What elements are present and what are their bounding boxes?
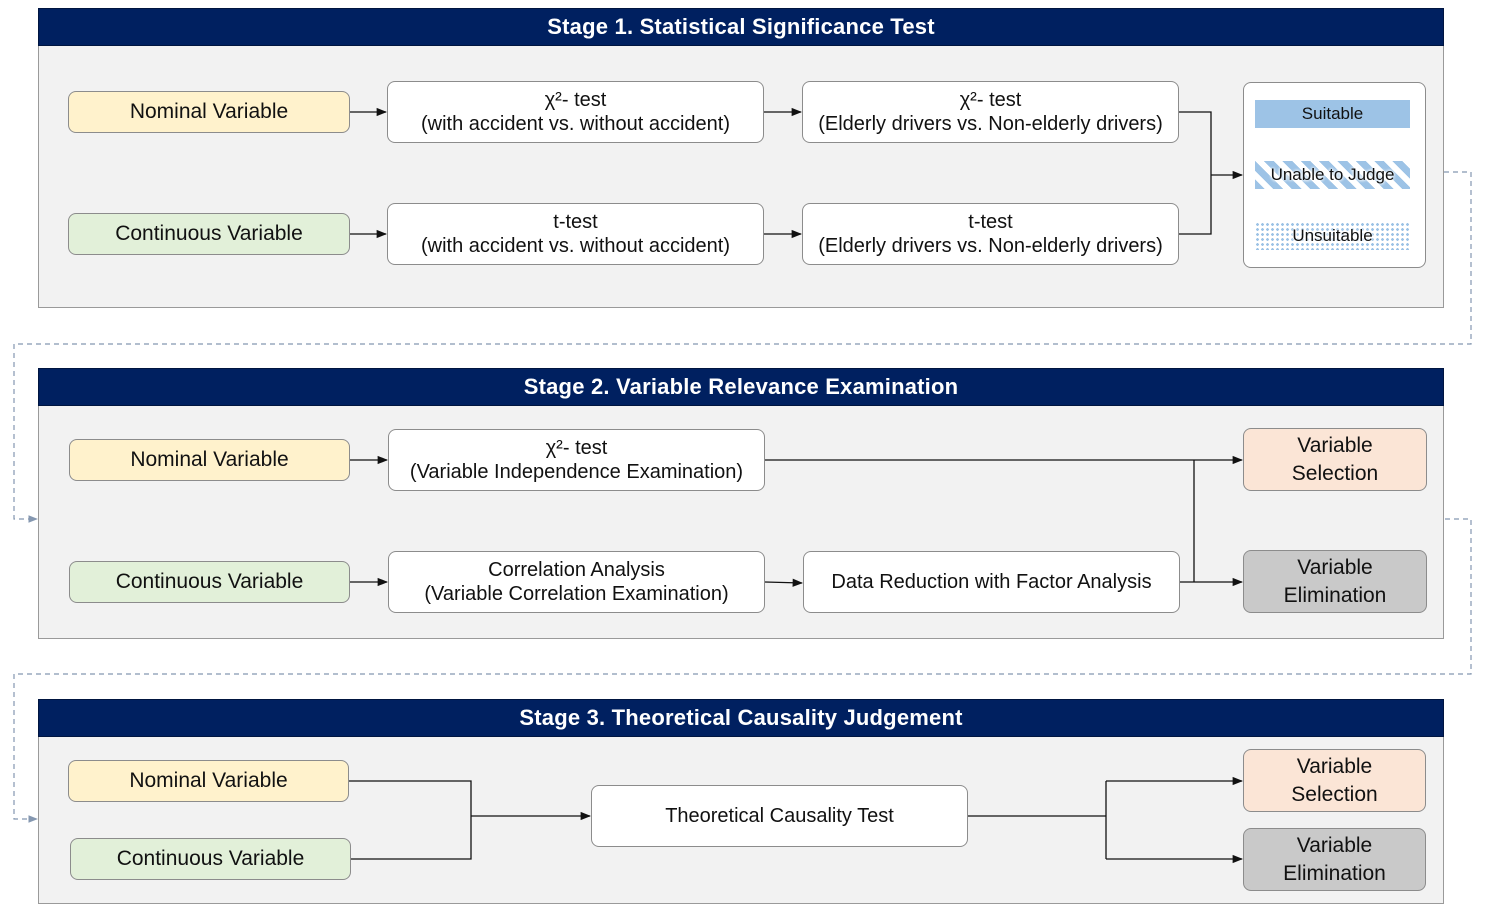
stage1-chi-test-accident: χ²- test (with accident vs. without acci… — [387, 81, 764, 143]
connector — [1179, 111, 1212, 235]
legend-unsuitable: Unsuitable — [1255, 222, 1410, 250]
stage3-nominal-variable: Nominal Variable — [68, 760, 349, 802]
connector — [764, 578, 804, 587]
chi-test-subtitle: (Variable Independence Examination) — [409, 461, 744, 483]
stage3-continuous-label: Continuous Variable — [116, 847, 305, 870]
data-reduction-label: Data Reduction with Factor Analysis — [831, 571, 1152, 593]
stage2-chi-test-independence: χ²- test (Variable Independence Examinat… — [388, 429, 765, 491]
stage2-continuous-label: Continuous Variable — [115, 570, 304, 593]
connector — [349, 780, 472, 860]
stage3-title: Stage 3. Theoretical Causality Judgement — [38, 699, 1444, 737]
chi-test-title: χ²- test — [544, 89, 607, 111]
stage2-nominal-variable: Nominal Variable — [69, 439, 350, 481]
stage1-continuous-label: Continuous Variable — [115, 222, 303, 245]
stage2-variable-selection: Variable Selection — [1243, 428, 1427, 491]
stage3-theoretical-causality-test: Theoretical Causality Test — [591, 785, 968, 847]
stage1-t-test-elderly: t-test (Elderly drivers vs. Non-elderly … — [802, 203, 1179, 265]
stage-flow-connector — [13, 518, 1472, 823]
correlation-subtitle: (Variable Correlation Examination) — [424, 583, 729, 605]
t-test-title: t-test — [968, 211, 1013, 233]
elimination-line2: Elimination — [1283, 583, 1387, 607]
elimination-line1: Variable — [1296, 833, 1373, 857]
stage1-nominal-label: Nominal Variable — [129, 100, 289, 123]
stage2-nominal-label: Nominal Variable — [130, 448, 289, 471]
chi-test-subtitle: (Elderly drivers vs. Non-elderly drivers… — [818, 113, 1163, 135]
chi-test-title: χ²- test — [545, 437, 608, 459]
chi-test-subtitle: (with accident vs. without accident) — [420, 113, 731, 135]
legend-unable-to-judge: Unable to Judge — [1255, 161, 1410, 189]
legend-suitable: Suitable — [1255, 100, 1410, 128]
elimination-line2: Elimination — [1283, 861, 1386, 885]
selection-line2: Selection — [1291, 782, 1378, 806]
correlation-title: Correlation Analysis — [488, 559, 665, 581]
stage3-continuous-variable: Continuous Variable — [70, 838, 351, 880]
causality-label: Theoretical Causality Test — [665, 805, 894, 827]
stage1-title: Stage 1. Statistical Significance Test — [38, 8, 1444, 46]
selection-line2: Selection — [1291, 461, 1379, 485]
stage2-data-reduction: Data Reduction with Factor Analysis — [803, 551, 1180, 613]
chi-test-title: χ²- test — [959, 89, 1022, 111]
stage2-title: Stage 2. Variable Relevance Examination — [38, 368, 1444, 406]
t-test-subtitle: (with accident vs. without accident) — [420, 235, 731, 257]
t-test-subtitle: (Elderly drivers vs. Non-elderly drivers… — [818, 235, 1163, 257]
selection-line1: Variable — [1297, 433, 1373, 457]
stage3-variable-selection: Variable Selection — [1243, 749, 1426, 812]
stage2-continuous-variable: Continuous Variable — [69, 561, 350, 603]
stage1-continuous-variable: Continuous Variable — [68, 213, 350, 255]
stage1-chi-test-elderly: χ²- test (Elderly drivers vs. Non-elderl… — [802, 81, 1179, 143]
stage2-correlation-analysis: Correlation Analysis (Variable Correlati… — [388, 551, 765, 613]
elimination-line1: Variable — [1297, 555, 1373, 579]
selection-line1: Variable — [1296, 754, 1373, 778]
t-test-title: t-test — [553, 211, 598, 233]
stage3-variable-elimination: Variable Elimination — [1243, 828, 1426, 891]
stage3-nominal-label: Nominal Variable — [129, 769, 288, 792]
stage2-variable-elimination: Variable Elimination — [1243, 550, 1427, 613]
stage1-t-test-accident: t-test (with accident vs. without accide… — [387, 203, 764, 265]
stage-flow-connector — [13, 171, 1472, 523]
stage1-nominal-variable: Nominal Variable — [68, 91, 350, 133]
